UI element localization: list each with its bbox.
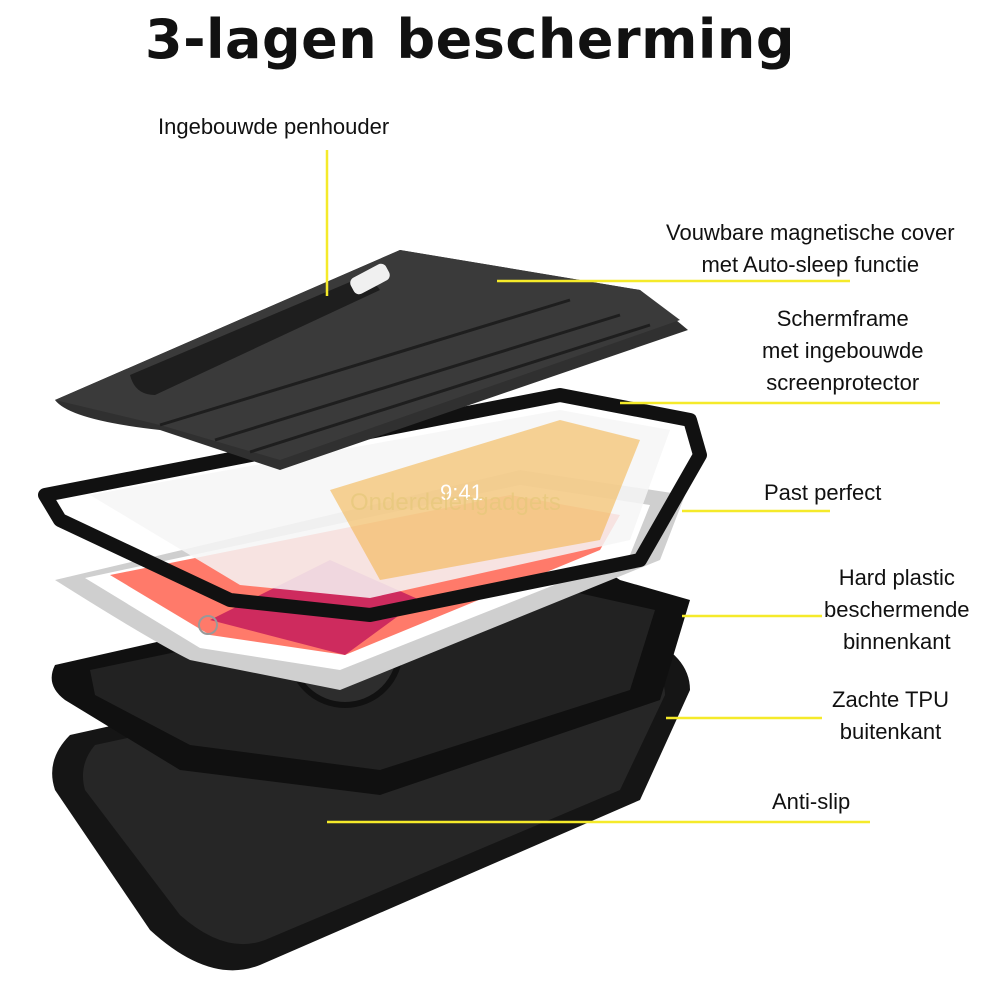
page-title: 3-lagen bescherming xyxy=(145,8,795,71)
label-hard-plastic: Hard plastic beschermende binnenkant xyxy=(824,565,970,654)
label-soft-tpu: Zachte TPU buitenkant xyxy=(832,687,949,744)
label-perfect-fit: Past perfect xyxy=(764,480,882,505)
label-anti-slip: Anti-slip xyxy=(772,789,851,814)
leader-lines xyxy=(325,150,940,824)
watermark: Onderdelengadgets xyxy=(350,489,561,516)
folding-cover xyxy=(55,250,688,470)
screen-time: 9:41 xyxy=(440,480,483,505)
label-screen-frame: Schermframe met ingebouwde screenprotect… xyxy=(762,306,924,395)
screen-frame: 9:41 Onderdelengadgets xyxy=(38,388,707,622)
label-pen-holder: Ingebouwde penhouder xyxy=(158,114,390,139)
label-folding-cover: Vouwbare magnetische cover met Auto-slee… xyxy=(666,220,955,277)
